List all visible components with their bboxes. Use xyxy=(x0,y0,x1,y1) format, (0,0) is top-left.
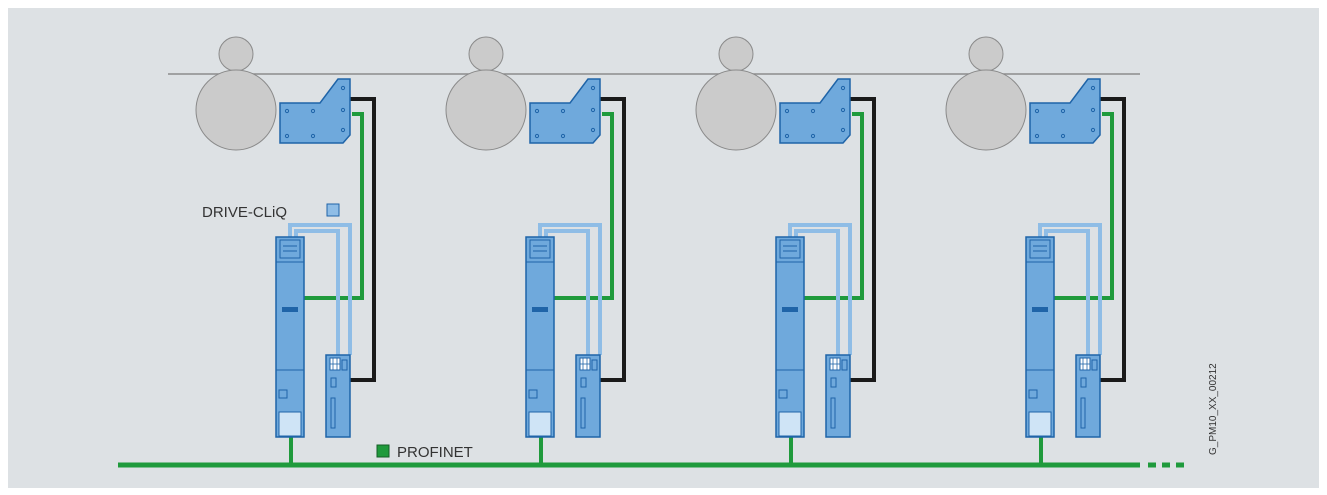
profinet-legend-swatch xyxy=(376,444,390,458)
drive-cliq-cable-b xyxy=(544,229,590,355)
large-roller xyxy=(195,69,277,151)
drive-fan-cover xyxy=(1028,411,1052,437)
motor-screw xyxy=(840,127,846,133)
motor-screw xyxy=(810,133,816,139)
drive-module xyxy=(775,236,805,438)
profinet-label: PROFINET xyxy=(397,444,473,461)
drive-cliq-cable-a xyxy=(288,223,352,355)
drive-cliq-cable-a xyxy=(538,223,602,355)
power-cable xyxy=(1100,97,1126,382)
motor-screw xyxy=(1060,108,1066,114)
motor-screw xyxy=(1060,133,1066,139)
station-4 xyxy=(945,36,1126,465)
motor-screw xyxy=(1090,127,1096,133)
drive-status-bar xyxy=(1032,307,1048,312)
motor-screw xyxy=(340,127,346,133)
motor-screw xyxy=(590,127,596,133)
drive-fan-cover xyxy=(778,411,802,437)
drive-terminal-box xyxy=(529,239,551,259)
drive-fan-cover xyxy=(278,411,302,437)
motor-screw xyxy=(560,133,566,139)
drive-cliq-cable-b xyxy=(794,229,840,355)
control-connector xyxy=(330,377,337,388)
small-roller xyxy=(468,36,504,72)
motor-screw xyxy=(1034,133,1040,139)
encoder-cable xyxy=(304,112,364,300)
drive-port xyxy=(778,389,788,399)
control-led xyxy=(341,359,348,371)
drive-cliq-label: DRIVE-CLiQ xyxy=(202,204,287,221)
motor-screw xyxy=(284,133,290,139)
drive-terminal-box xyxy=(279,239,301,259)
control-led xyxy=(591,359,598,371)
motor-screw xyxy=(310,108,316,114)
motor-screw xyxy=(560,108,566,114)
control-led xyxy=(841,359,848,371)
drive-status-bar xyxy=(782,307,798,312)
encoder-cable xyxy=(1054,112,1114,300)
station-1 xyxy=(195,36,376,465)
control-terminal-strip xyxy=(330,397,336,429)
drive-fan-cover xyxy=(528,411,552,437)
drive-terminal-box xyxy=(779,239,801,259)
motor-screw xyxy=(784,133,790,139)
motor-screw xyxy=(1034,108,1040,114)
motor-screw xyxy=(590,107,596,113)
motor-screw xyxy=(784,108,790,114)
station-2 xyxy=(445,36,626,465)
drive-status-bar xyxy=(282,307,298,312)
control-connector xyxy=(830,377,837,388)
motor-screw xyxy=(340,85,346,91)
power-cable xyxy=(350,97,376,382)
motor-screw xyxy=(340,107,346,113)
large-roller xyxy=(945,69,1027,151)
drive-port xyxy=(528,389,538,399)
power-cable xyxy=(850,97,876,382)
motor-screw xyxy=(534,133,540,139)
control-connector xyxy=(1080,377,1087,388)
motor-screw xyxy=(840,107,846,113)
control-terminal-strip xyxy=(830,397,836,429)
drive-port xyxy=(278,389,288,399)
large-roller xyxy=(695,69,777,151)
drive-status-bar xyxy=(532,307,548,312)
drive-cliq-cable-b xyxy=(294,229,340,355)
motor-screw xyxy=(1090,85,1096,91)
encoder-cable xyxy=(554,112,614,300)
small-roller xyxy=(718,36,754,72)
motor-screw xyxy=(810,108,816,114)
motor-screw xyxy=(310,133,316,139)
small-roller xyxy=(968,36,1004,72)
control-connector xyxy=(580,377,587,388)
motor-screw xyxy=(284,108,290,114)
drive-cliq-legend-swatch xyxy=(326,203,340,217)
drive-port xyxy=(1028,389,1038,399)
motor-screw xyxy=(1090,107,1096,113)
motor-screw xyxy=(534,108,540,114)
drive-module xyxy=(1025,236,1055,438)
large-roller xyxy=(445,69,527,151)
control-led xyxy=(1091,359,1098,371)
control-terminal-strip xyxy=(1080,397,1086,429)
station-3 xyxy=(695,36,876,465)
drive-terminal-box xyxy=(1029,239,1051,259)
drive-cliq-cable-a xyxy=(1038,223,1102,355)
control-terminal-strip xyxy=(580,397,586,429)
power-cable xyxy=(600,97,626,382)
motor-screw xyxy=(590,85,596,91)
drive-cliq-cable-b xyxy=(1044,229,1090,355)
figure-code: G_PM10_XX_00212 xyxy=(1208,363,1219,455)
small-roller xyxy=(218,36,254,72)
drive-module xyxy=(525,236,555,438)
drive-cliq-cable-a xyxy=(788,223,852,355)
motor-screw xyxy=(840,85,846,91)
drive-module xyxy=(275,236,305,438)
encoder-cable xyxy=(804,112,864,300)
